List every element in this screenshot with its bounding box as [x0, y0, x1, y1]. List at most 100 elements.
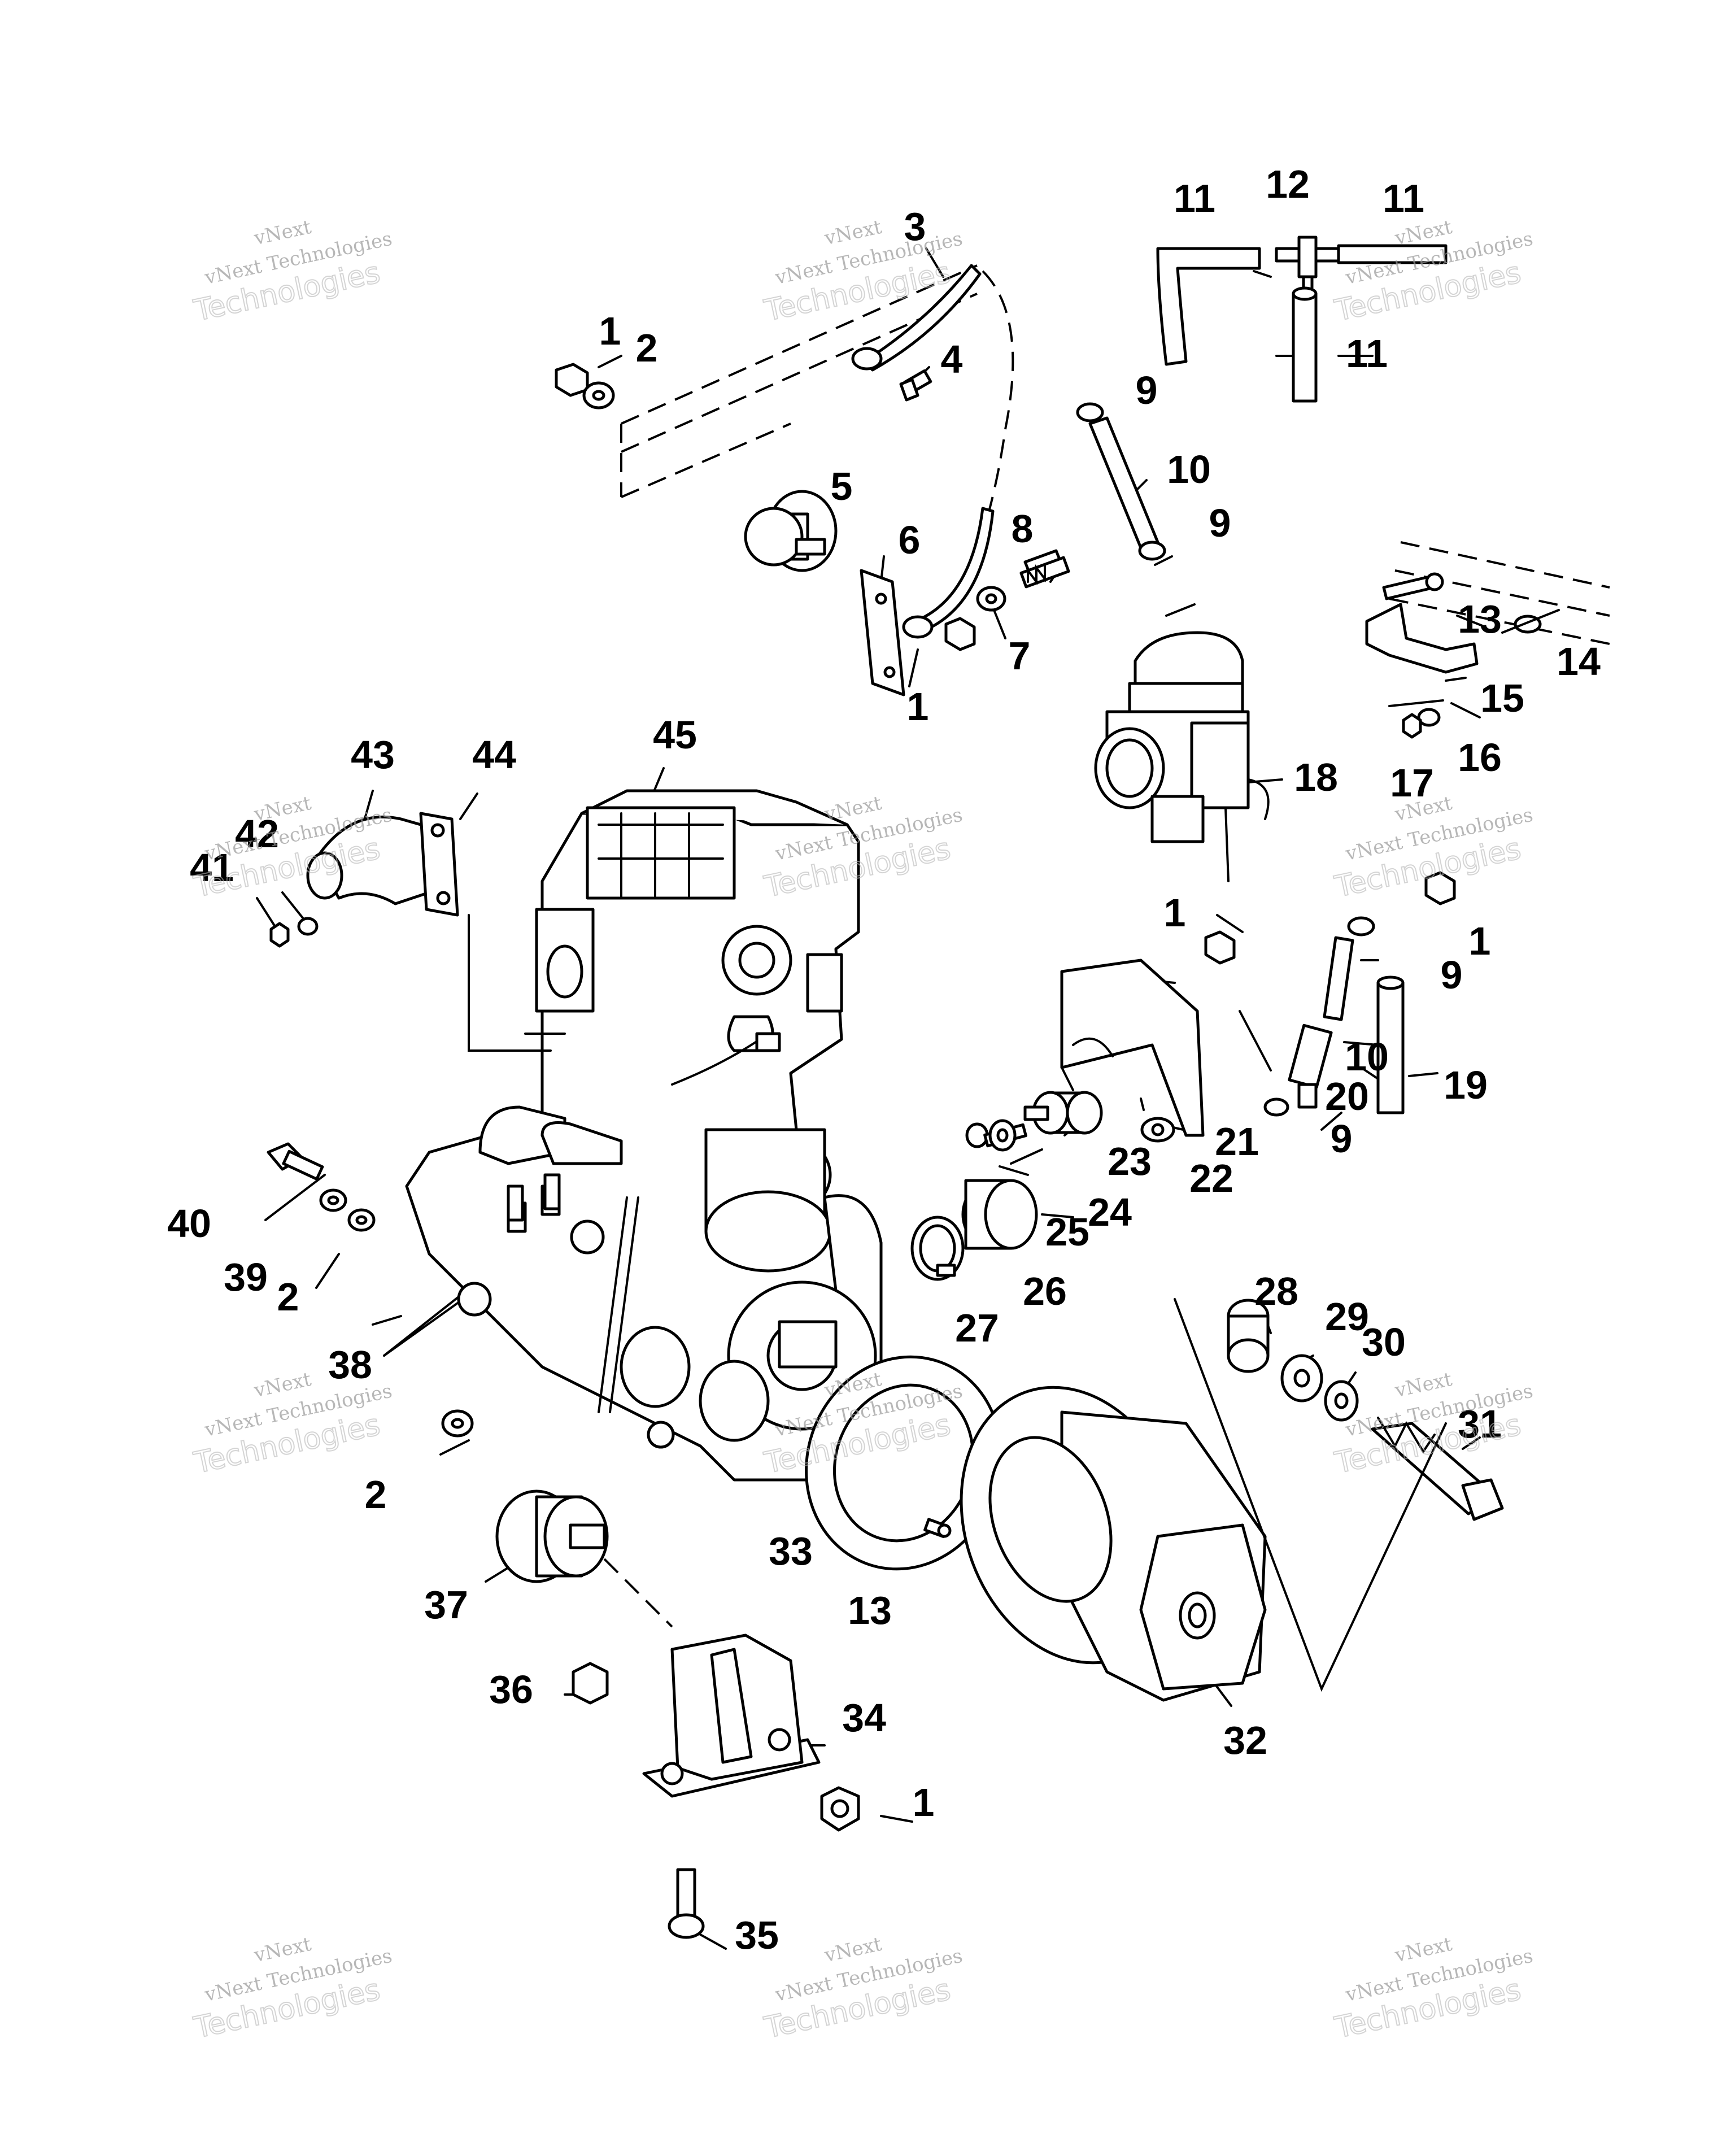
washer-42: [297, 917, 319, 936]
nut-41: [269, 922, 290, 948]
callout-32: 32: [1223, 1718, 1267, 1762]
callout-4: 4: [941, 337, 963, 381]
watermark-brand: vNext: [822, 216, 884, 250]
callout-2: 2: [365, 1473, 387, 1517]
callout-7: 7: [1009, 634, 1031, 678]
ground-cable: [851, 264, 995, 639]
rubber-mount-23: [1023, 1091, 1103, 1135]
carburetor-18: [1094, 631, 1270, 882]
callout-38: 38: [328, 1343, 372, 1387]
callout-9: 9: [1441, 953, 1463, 997]
callout-15: 15: [1480, 676, 1524, 720]
callout-19: 19: [1444, 1063, 1488, 1107]
nut-1-lower: [820, 1786, 860, 1832]
watermark-brand: vNext: [252, 1368, 313, 1403]
bolt-13-lower: [923, 1518, 952, 1539]
callouts: 1 2 3 4 5 6 7 8 1 9 9 10 11 12 11 11 13 …: [167, 162, 1601, 1957]
callout-45: 45: [653, 713, 697, 757]
watermark-brand: vNext: [822, 1933, 884, 1967]
callout-1: 1: [913, 1780, 935, 1824]
callout-41: 41: [190, 846, 234, 890]
nut-washer-top: [555, 363, 615, 410]
callout-34: 34: [842, 1696, 886, 1740]
callout-1: 1: [907, 685, 929, 729]
callout-25: 25: [1045, 1210, 1089, 1254]
callout-16: 16: [1458, 735, 1502, 779]
manifold-studs: [468, 914, 566, 1052]
rubber-mount-5: [744, 490, 838, 572]
callout-5: 5: [831, 464, 853, 508]
bolt-40: [267, 1142, 324, 1181]
bolt-8: [1019, 549, 1070, 589]
callout-36: 36: [489, 1667, 533, 1711]
callout-11: 11: [1174, 176, 1215, 220]
nut-1-mid: [1204, 930, 1236, 965]
nut-36: [572, 1662, 609, 1705]
bolt-31: [1371, 1417, 1504, 1521]
spacer-28: [1227, 1299, 1270, 1373]
studs-38: [507, 1173, 561, 1222]
callout-11: 11: [1346, 332, 1388, 376]
washer-25: [988, 1119, 1017, 1152]
callout-24: 24: [1088, 1190, 1132, 1234]
callout-40: 40: [167, 1201, 211, 1245]
callout-10: 10: [1345, 1035, 1389, 1079]
callout-14: 14: [1557, 639, 1601, 683]
lock-nut-22: [1140, 1117, 1175, 1143]
callout-17: 17: [1390, 761, 1434, 805]
callout-37: 37: [424, 1583, 468, 1627]
callout-21: 21: [1215, 1120, 1259, 1164]
callout-22: 22: [1189, 1156, 1233, 1200]
gasket-44: [419, 812, 459, 917]
callout-39: 39: [224, 1255, 268, 1299]
hose-clamp-27: [910, 1216, 965, 1281]
callout-9: 9: [1209, 501, 1231, 545]
clamp-9-d: [1263, 1097, 1289, 1117]
watermark-brand: vNext: [252, 792, 313, 826]
callout-12: 12: [1266, 162, 1310, 206]
callout-43: 43: [351, 733, 395, 777]
callout-27: 27: [955, 1306, 999, 1350]
callout-44: 44: [472, 733, 516, 777]
washer-29: [1280, 1354, 1323, 1403]
choke-bracket-15: [1365, 572, 1479, 674]
bracket-6: [860, 569, 905, 696]
watermark-brand: vNext: [822, 792, 884, 826]
watermark-brand: vNext: [1393, 1368, 1454, 1403]
callout-10: 10: [1167, 447, 1211, 491]
washer-7: [976, 586, 1006, 612]
washer-39: [319, 1188, 347, 1212]
lock-washer-30: [1324, 1380, 1359, 1422]
callout-30: 30: [1362, 1320, 1406, 1364]
callout-8: 8: [1012, 507, 1034, 551]
fuel-filter-20: [1288, 1023, 1333, 1109]
hose-19: [1376, 975, 1405, 1114]
callout-2: 2: [277, 1275, 299, 1319]
clamp-9-c: [1347, 916, 1375, 937]
tee-fitting-12: [1275, 236, 1346, 295]
callout-28: 28: [1254, 1269, 1298, 1313]
clamp-9-a: [1076, 402, 1104, 423]
watermark-brand: vNext: [1393, 1933, 1454, 1967]
callout-18: 18: [1294, 755, 1338, 799]
bolt-35: [668, 1868, 705, 1939]
washer-2-lower: [441, 1409, 474, 1438]
callout-2: 2: [636, 326, 658, 370]
nut-1-right: [1424, 871, 1456, 905]
callout-42: 42: [235, 812, 279, 856]
callout-29: 29: [1325, 1295, 1369, 1339]
engine-mount-bracket-34: [642, 1634, 821, 1798]
hose-10-b: [1323, 936, 1354, 1021]
bracket-21: [1060, 959, 1205, 1137]
hose-11-elbow: [1156, 247, 1261, 366]
callout-9: 9: [1136, 368, 1158, 412]
washer-2-left: [347, 1208, 376, 1232]
callout-33: 33: [769, 1529, 813, 1573]
hose-11-vertical: [1292, 286, 1318, 403]
callout-13: 13: [848, 1588, 892, 1632]
callout-35: 35: [735, 1913, 779, 1957]
hose-11-straight: [1337, 244, 1448, 264]
drive-clutch-32: [960, 1386, 1267, 1702]
clutch-bracket-lines: [1174, 1298, 1447, 1692]
